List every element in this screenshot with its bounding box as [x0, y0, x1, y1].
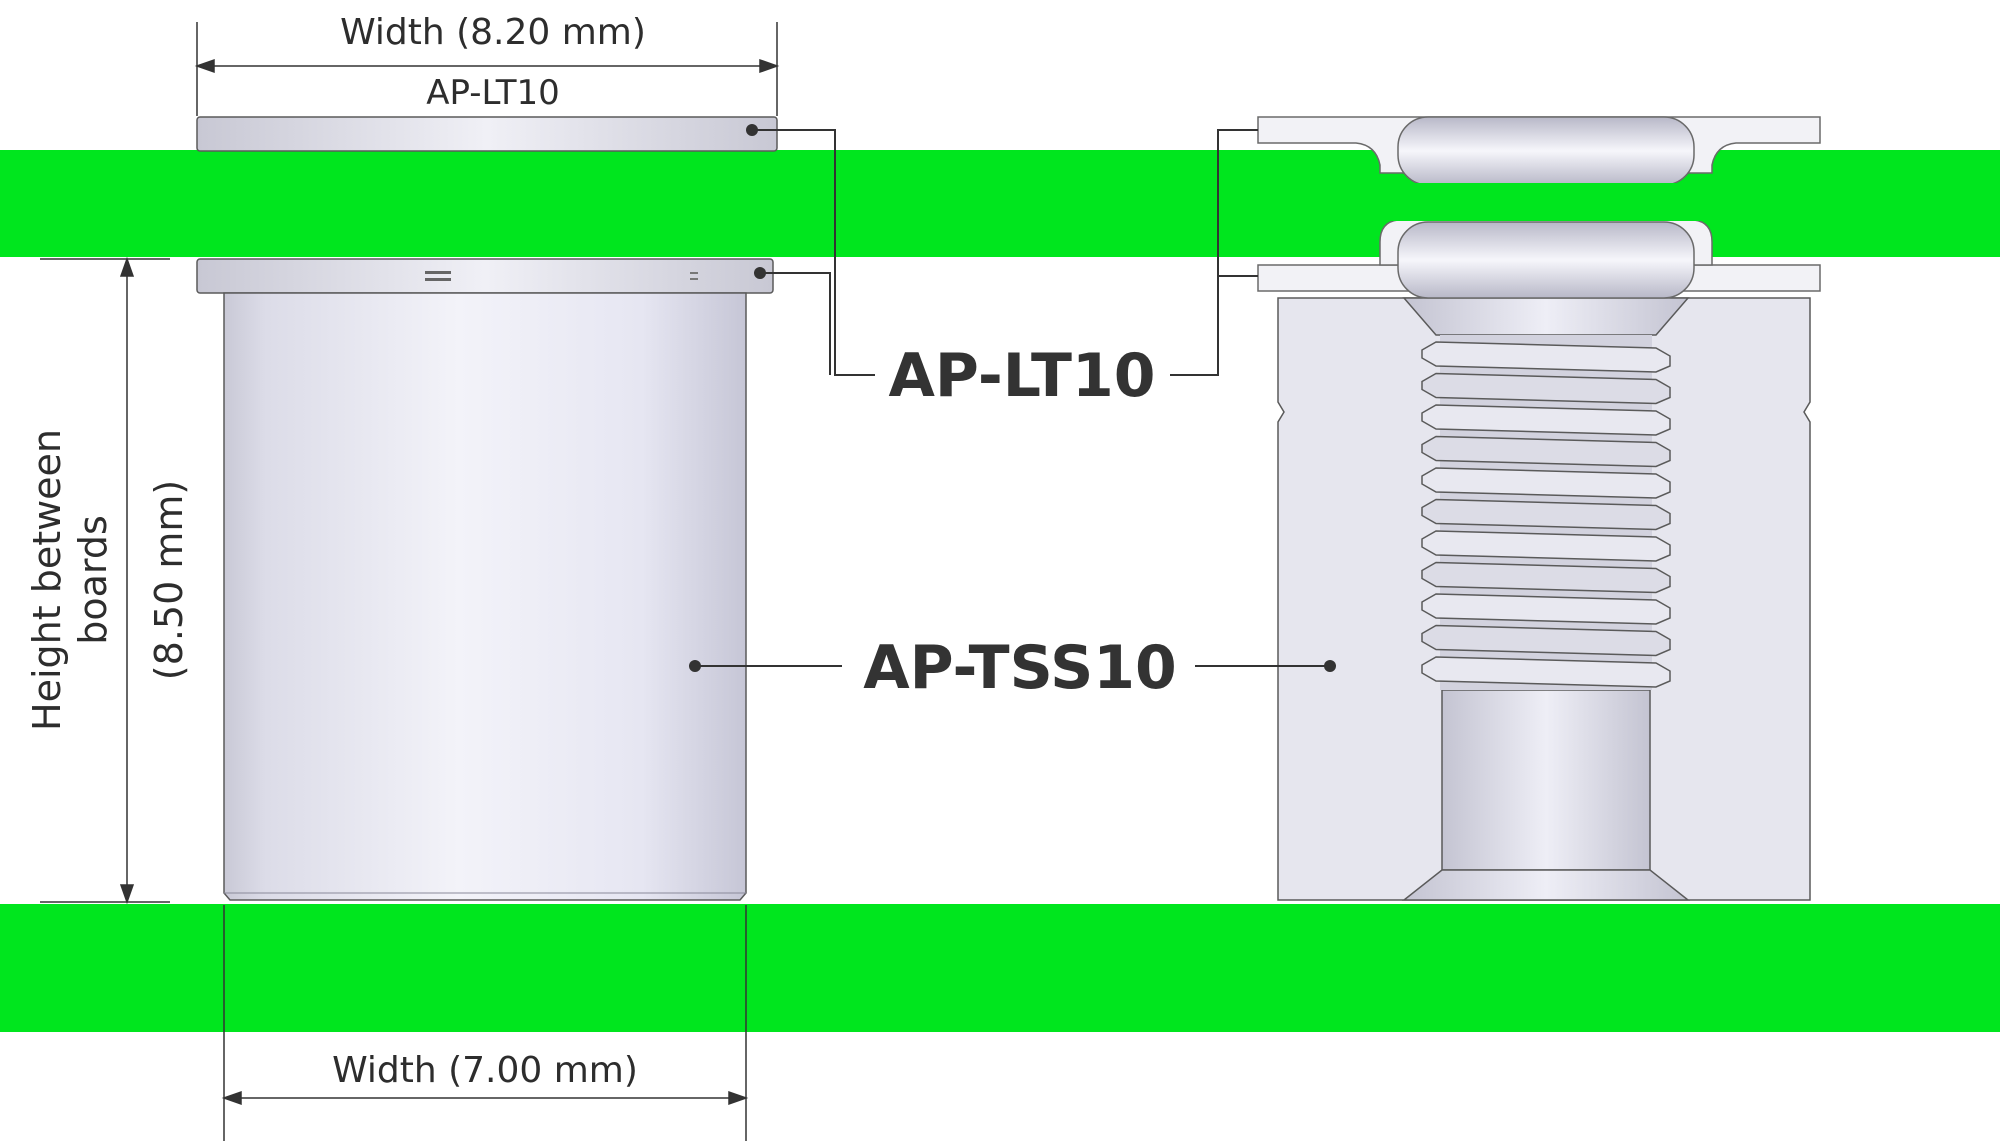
bottom-board [0, 904, 2000, 1032]
rivet-ring-top [1397, 116, 1695, 186]
arrow-head [119, 256, 135, 277]
arrow-head [119, 884, 135, 905]
washer-small-label: AP-LT10 [426, 73, 560, 113]
height-label-line1: Height between [25, 429, 69, 731]
height-label: Height between boards (8.50 mm) [25, 429, 191, 731]
thread-crest [1421, 624, 1671, 657]
thread-crest [1421, 656, 1671, 688]
washer-slot [690, 278, 698, 280]
thread-crest [1421, 530, 1671, 562]
arrow-head [759, 58, 780, 74]
thread-crest [1421, 435, 1671, 468]
thread-crest [1421, 498, 1671, 531]
top-washer [196, 116, 778, 152]
rivet-waist [1380, 183, 1712, 221]
dimension-lines [40, 22, 780, 1141]
leader-dot [689, 660, 701, 672]
washer-callout-label: AP-LT10 [889, 341, 1156, 411]
thread-crest [1421, 341, 1671, 373]
leader-dot [746, 124, 758, 136]
leader-dots [689, 124, 1336, 672]
bottom-width-label: Width (7.00 mm) [332, 1050, 638, 1091]
washer-slot [690, 272, 698, 274]
thread-crest [1421, 467, 1671, 499]
standoff-body [223, 292, 747, 901]
lower-countersink [1401, 869, 1691, 901]
top-width-label: Width (8.20 mm) [340, 12, 646, 53]
arrow-head [221, 1090, 242, 1106]
lower-bore [1441, 689, 1651, 871]
leader-washer-bottom-left [760, 272, 831, 375]
thread-crest [1421, 372, 1671, 405]
upper-countersink [1402, 297, 1690, 336]
height-label-line3: (8.50 mm) [147, 480, 191, 680]
washer-slot [425, 278, 451, 281]
leader-washer-top-left [752, 129, 875, 376]
arrow-head [194, 58, 215, 74]
washer-slot [425, 271, 451, 274]
thread-crest [1421, 561, 1671, 594]
leader-dot [754, 267, 766, 279]
standoff-exterior-view [196, 116, 778, 901]
thread-crest [1421, 404, 1671, 436]
standoff-section-view [1257, 116, 1821, 901]
bottom-washer [196, 258, 774, 294]
internal-thread [1421, 341, 1671, 688]
leader-washer-right [1170, 129, 1258, 376]
standoff-callout-label: AP-TSS10 [863, 633, 1177, 703]
arrow-head [728, 1090, 749, 1106]
thread-crest [1421, 593, 1671, 625]
leader-dot [1324, 660, 1336, 672]
leader-lines [695, 129, 1330, 667]
rivet-ring-bottom [1397, 221, 1695, 299]
height-label-line2: boards [71, 515, 115, 645]
